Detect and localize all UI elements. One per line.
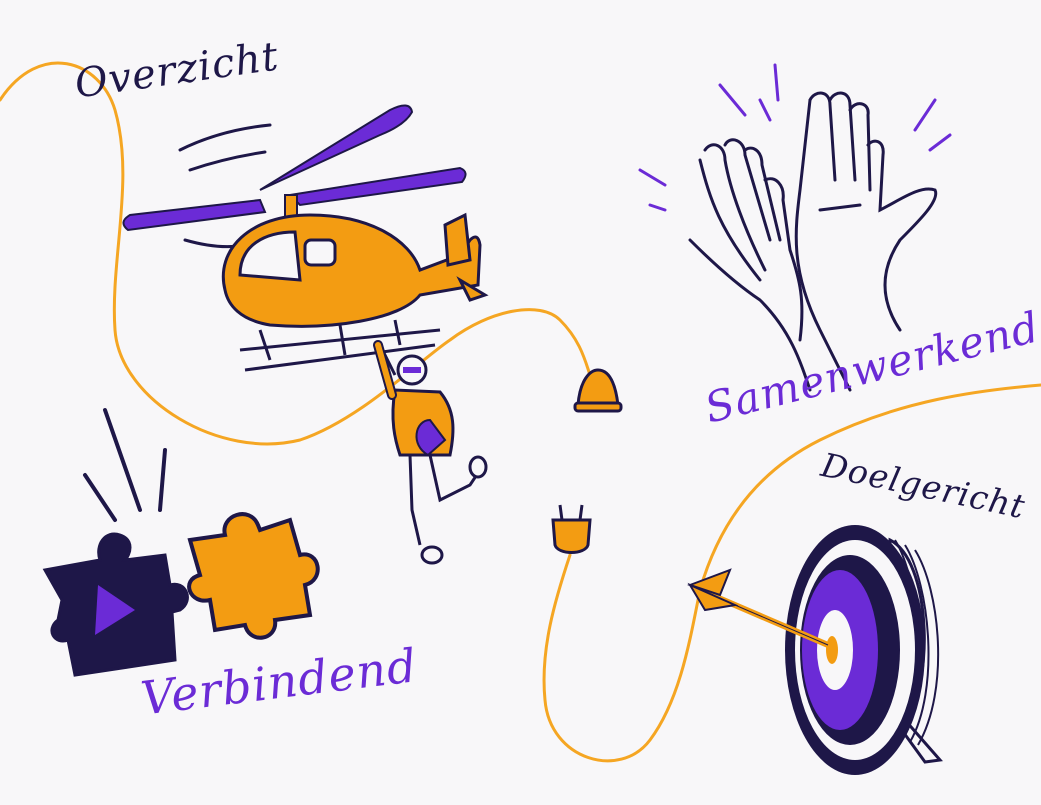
puzzle-piece-navy — [42, 532, 189, 677]
helicopter-icon — [122, 104, 489, 372]
puzzle-piece-orange — [187, 512, 320, 640]
puzzle-pieces-icon — [42, 408, 320, 677]
high-five-sparkle-icon — [638, 63, 952, 212]
connector-line-right — [542, 383, 1041, 763]
puzzle-sparkle-icon — [83, 408, 167, 522]
plug-icon — [551, 504, 592, 554]
hanging-person-icon — [373, 340, 488, 565]
target-icon — [785, 525, 943, 775]
connector-line-left — [0, 61, 592, 446]
arrow-icon — [687, 568, 831, 648]
bell-icon — [573, 368, 623, 413]
play-icon — [95, 585, 135, 635]
high-five-hands-icon — [688, 91, 938, 392]
